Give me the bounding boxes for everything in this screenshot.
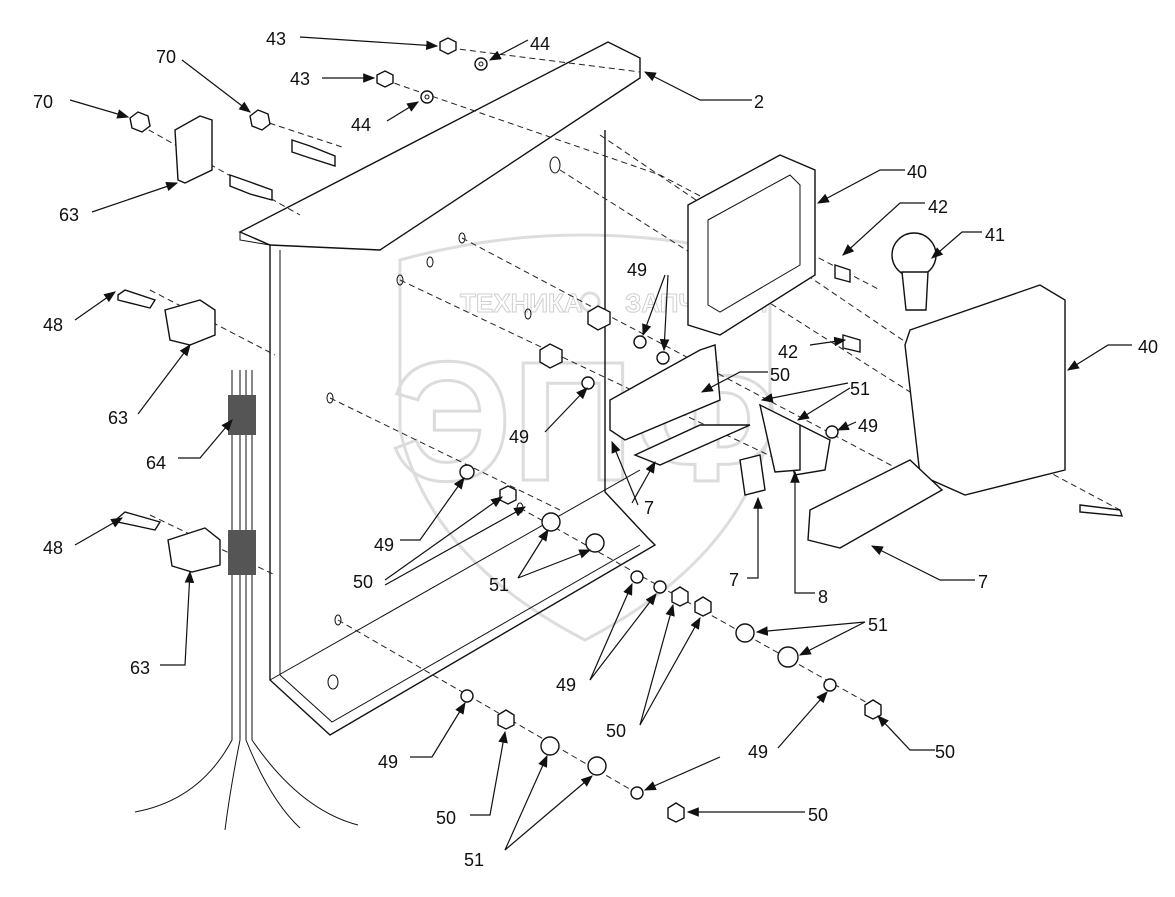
callout-label: 51 xyxy=(489,575,509,595)
callout-label: 63 xyxy=(130,658,150,678)
callout-label: 8 xyxy=(818,587,828,607)
callout-labels: 43 44 70 43 70 44 2 63 40 42 41 49 48 42… xyxy=(33,29,1158,870)
callout-label: 70 xyxy=(33,92,53,112)
callout-leaders xyxy=(69,36,1132,851)
callout-label: 50 xyxy=(770,365,790,385)
callout-label: 49 xyxy=(858,416,878,436)
callout-label: 51 xyxy=(868,615,888,635)
callout-label: 49 xyxy=(627,260,647,280)
callout-label: 50 xyxy=(353,572,373,592)
callout-label: 51 xyxy=(464,850,484,870)
callout-label: 43 xyxy=(266,29,286,49)
callout-label: 50 xyxy=(935,742,955,762)
callout-label: 63 xyxy=(108,408,128,428)
callout-label: 50 xyxy=(808,805,828,825)
hardware xyxy=(117,37,1124,823)
watermark-logo: ЭПФ xyxy=(391,327,779,517)
callout-label: 48 xyxy=(43,538,63,558)
callout-label: 49 xyxy=(556,675,576,695)
watermark-text-left: ТЕХНИКА xyxy=(460,288,583,318)
callout-label: 64 xyxy=(146,453,166,473)
callout-label: 41 xyxy=(985,225,1005,245)
callout-label: 43 xyxy=(290,69,310,89)
callout-label: 63 xyxy=(59,205,79,225)
callout-label: 40 xyxy=(907,162,927,182)
callout-label: 40 xyxy=(1138,337,1158,357)
callout-label: 42 xyxy=(778,342,798,362)
callout-label: 49 xyxy=(374,535,394,555)
callout-label: 44 xyxy=(530,34,550,54)
callout-label: 7 xyxy=(729,570,739,590)
callout-label: 70 xyxy=(156,47,176,67)
callout-label: 49 xyxy=(748,742,768,762)
wiring-harness xyxy=(134,370,359,831)
bracket-part-2 xyxy=(238,41,657,736)
callout-label: 50 xyxy=(436,808,456,828)
callout-label: 2 xyxy=(754,92,764,112)
callout-label: 51 xyxy=(850,379,870,399)
callout-label: 7 xyxy=(978,572,988,592)
callout-label: 50 xyxy=(606,721,626,741)
callout-label: 49 xyxy=(378,752,398,772)
callout-label: 7 xyxy=(644,498,654,518)
lamp-assembly xyxy=(609,154,1066,549)
callout-label: 44 xyxy=(351,115,371,135)
callout-label: 42 xyxy=(928,197,948,217)
callout-label: 48 xyxy=(43,315,63,335)
callout-label: 49 xyxy=(509,427,529,447)
